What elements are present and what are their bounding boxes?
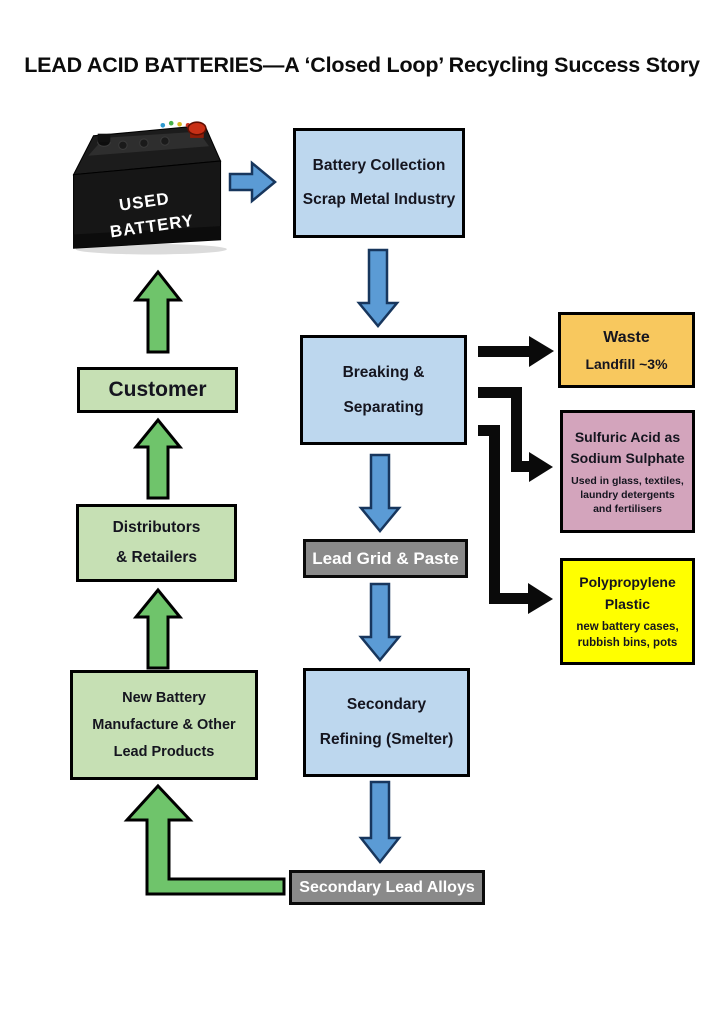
node-breaking-separating: Breaking & Separating	[300, 335, 467, 445]
battery-base	[73, 226, 221, 249]
battery-cell-cap-icon	[118, 140, 128, 150]
battery-terminal-negative-post	[97, 133, 111, 143]
arrow-collection-to-breaking-icon	[356, 248, 400, 328]
sulfuric-line2: Sodium Sulphate	[570, 450, 685, 467]
distributors-line2: & Retailers	[116, 549, 197, 566]
battery-collection-title: Battery Collection	[312, 157, 446, 174]
sulfuric-line1: Sulfuric Acid as	[574, 428, 681, 445]
battery-cell-cap-icon	[139, 138, 149, 148]
battery-indicator-dot-icon	[168, 120, 174, 126]
arrow-newbattery-to-distributors-icon	[132, 587, 184, 670]
refining-line2: Refining (Smelter)	[319, 731, 454, 748]
arrow-distributors-to-customer-icon	[132, 417, 184, 500]
node-distributors-retailers: Distributors & Retailers	[76, 504, 237, 582]
node-polypropylene-plastic: Polypropylene Plastic new battery cases,…	[560, 558, 695, 665]
battery-shadow	[75, 243, 227, 255]
arrow-breaking-to-sulfuric-icon	[478, 387, 553, 482]
polypropylene-note-line1: new battery cases,	[576, 620, 679, 633]
arrow-battery-to-collection-icon	[228, 160, 277, 204]
battery-indicator-dot-icon	[160, 122, 166, 128]
customer-label: Customer	[108, 378, 207, 401]
polypropylene-line2: Plastic	[604, 596, 651, 613]
node-sulfuric-acid: Sulfuric Acid as Sodium Sulphate Used in…	[560, 410, 695, 533]
battery-terminal-positive-icon	[187, 121, 207, 136]
breaking-line1: Breaking &	[342, 363, 425, 381]
new-battery-line1: New Battery	[122, 690, 206, 706]
node-new-battery-manufacture: New Battery Manufacture & Other Lead Pro…	[70, 670, 258, 780]
lead-grid-paste-label: Lead Grid & Paste	[312, 548, 459, 568]
arrow-breaking-to-leadgrid-icon	[358, 453, 402, 533]
polypropylene-note-line2: rubbish bins, pots	[577, 637, 678, 650]
sulfuric-note-line3: and fertilisers	[593, 503, 662, 516]
arrow-breaking-to-waste-icon	[478, 336, 554, 367]
battery-collection-subtitle: Scrap Metal Industry	[302, 191, 456, 208]
node-secondary-lead-alloys: Secondary Lead Alloys	[289, 870, 485, 905]
arrow-customer-to-battery-icon	[132, 269, 184, 354]
used-battery-image: USED BATTERY	[72, 120, 227, 255]
arrow-breaking-to-polypropylene-icon	[478, 425, 553, 614]
node-secondary-refining: Secondary Refining (Smelter)	[303, 668, 470, 777]
battery-indicator-dot-icon	[177, 121, 182, 127]
page-title: LEAD ACID BATTERIES—A ‘Closed Loop’ Recy…	[24, 53, 700, 77]
waste-title: Waste	[603, 328, 650, 346]
node-customer: Customer	[77, 367, 238, 413]
polypropylene-line1: Polypropylene	[579, 573, 676, 590]
refining-line1: Secondary	[346, 696, 427, 713]
new-battery-line2: Manufacture & Other	[92, 717, 236, 733]
battery-cell-cap-icon	[160, 136, 170, 146]
node-waste-landfill: Waste Landfill ~3%	[558, 312, 695, 388]
new-battery-line3: Lead Products	[113, 744, 215, 760]
breaking-line2: Separating	[343, 398, 424, 416]
distributors-line1: Distributors	[112, 519, 201, 536]
sulfuric-note-line1: Used in glass, textiles,	[571, 474, 684, 487]
arrow-leadgrid-to-refining-icon	[358, 582, 402, 662]
arrow-refining-to-alloys-icon	[358, 780, 402, 865]
node-battery-collection: Battery Collection Scrap Metal Industry	[293, 128, 465, 238]
battery-lid-panel	[88, 131, 209, 156]
arrow-alloys-to-newbattery-icon	[123, 783, 286, 896]
waste-subtitle: Landfill ~3%	[585, 355, 668, 372]
node-lead-grid-paste: Lead Grid & Paste	[303, 539, 468, 578]
secondary-lead-alloys-label: Secondary Lead Alloys	[299, 878, 475, 896]
sulfuric-note-line2: laundry detergents	[580, 489, 675, 502]
